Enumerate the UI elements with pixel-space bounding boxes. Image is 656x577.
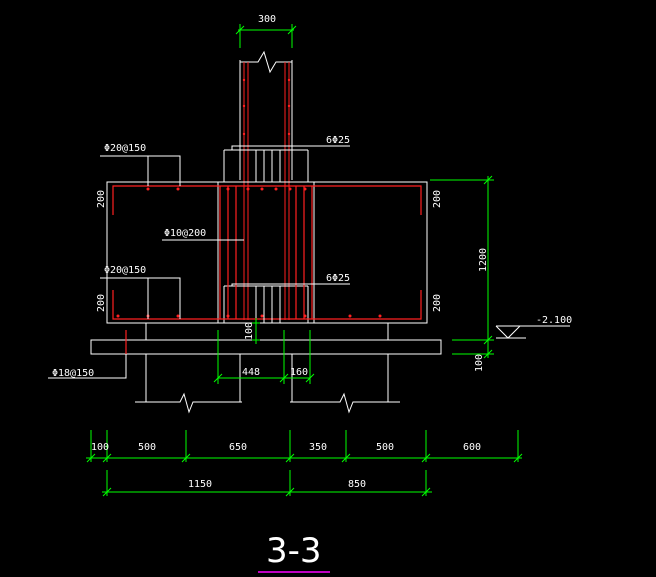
cap-rebar bbox=[112, 185, 422, 354]
label-stirrup: Φ10@200 bbox=[164, 228, 206, 239]
label-top-bar-right: 6Φ25 bbox=[326, 135, 350, 146]
drawing-title: 3-3 bbox=[266, 531, 322, 571]
dim-row-1 bbox=[86, 430, 523, 463]
label-top-bar-left: Φ20@150 bbox=[104, 143, 146, 154]
dim-right-height bbox=[430, 175, 494, 359]
label-elevation: -2.100 bbox=[536, 315, 572, 326]
label-right-1200: 1200 bbox=[478, 248, 489, 272]
dim-row1-label: 350 bbox=[309, 442, 327, 453]
dim-row-2 bbox=[102, 470, 432, 497]
dim-row2-label: 850 bbox=[348, 479, 366, 490]
dim-row2-label: 1150 bbox=[188, 479, 212, 490]
label-mid-100: 100 bbox=[244, 322, 255, 340]
label-bottom-bar-left: Φ20@150 bbox=[104, 265, 146, 276]
dim-row1-label: 500 bbox=[138, 442, 156, 453]
column bbox=[239, 50, 293, 180]
pile-cap-outline bbox=[90, 149, 442, 355]
label-pile-bar: Φ18@150 bbox=[52, 368, 94, 379]
label-column-width: 300 bbox=[258, 14, 276, 25]
dim-column-width bbox=[235, 24, 297, 48]
label-dim-160: 160 bbox=[290, 367, 308, 378]
label-dim-448: 448 bbox=[242, 367, 260, 378]
dim-row1-label: 500 bbox=[376, 442, 394, 453]
label-right-200-bottom: 200 bbox=[432, 294, 443, 312]
dim-row-1-labels: 100 500 650 350 500 600 bbox=[91, 442, 481, 453]
rebar-dots bbox=[116, 78, 382, 318]
label-left-200-bottom: 200 bbox=[96, 294, 107, 312]
leader-lines bbox=[48, 145, 350, 379]
dim-row1-label: 650 bbox=[229, 442, 247, 453]
label-right-200-top: 200 bbox=[432, 190, 443, 208]
label-right-100: 100 bbox=[474, 354, 485, 372]
dim-row1-label: 600 bbox=[463, 442, 481, 453]
column-stub-lines bbox=[255, 150, 281, 323]
dim-row1-label: 100 bbox=[91, 442, 109, 453]
dim-mid bbox=[213, 318, 315, 384]
elevation-mark bbox=[495, 325, 570, 339]
label-bottom-bar-right: 6Φ25 bbox=[326, 273, 350, 284]
label-left-200-top: 200 bbox=[96, 190, 107, 208]
dim-row-2-labels: 1150 850 bbox=[188, 479, 366, 490]
